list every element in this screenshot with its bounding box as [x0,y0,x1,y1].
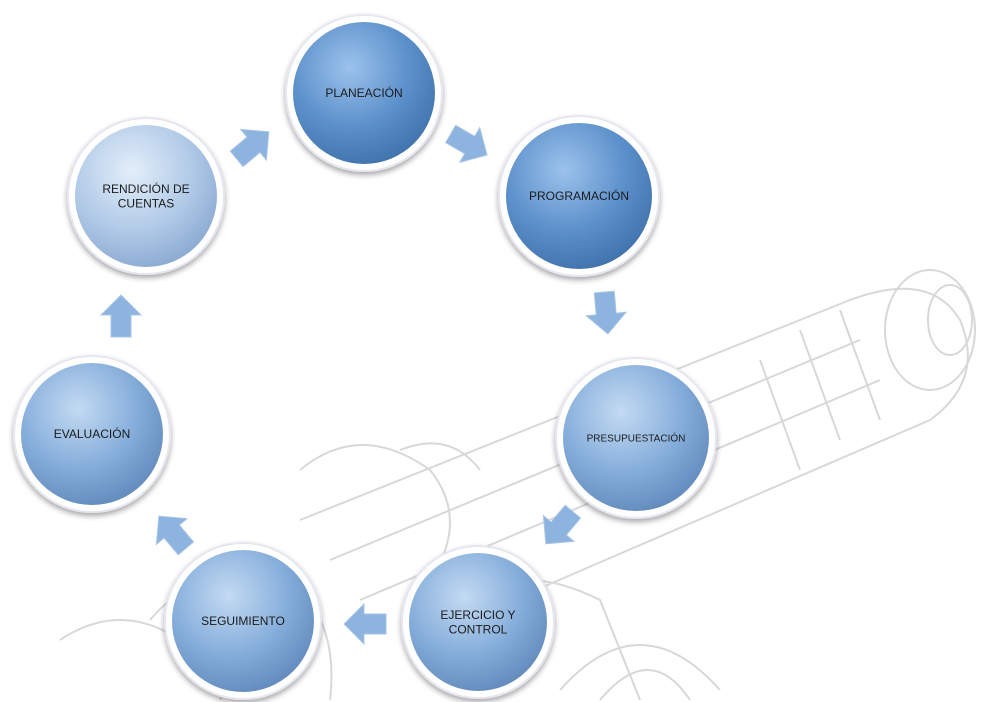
node-planeacion: PLANEACIÓN [285,14,443,172]
node-circle [75,125,217,267]
nodes-layer: PLANEACIÓN PROGRAMACIÓN PRESUPUESTACIÓN EJE… [13,14,717,700]
arrow-evaluacion-rendicion [99,294,143,338]
arrow-planeacion-programacion [444,124,488,164]
arrow-programacion-presupuestacion [585,290,628,335]
node-circle [409,553,547,691]
arrow-ejercicio-seguimiento [343,602,387,646]
arrows-layer [99,124,628,646]
node-label: PROGRAMACIÓN [529,188,629,203]
node-circle [293,22,435,164]
node-label: PRESUPUESTACIÓN [587,432,686,445]
node-circle [506,123,652,269]
node-programacion: PROGRAMACIÓN [498,115,660,277]
arrow-rendicion-planeacion [229,128,270,168]
node-seguimiento: SEGUIMIENTO [164,542,322,700]
node-evaluacion: EVALUACIÓN [13,355,171,513]
arrow-seguimiento-evaluacion [155,515,195,556]
node-circle [21,363,163,505]
node-label: SEGUIMIENTO [201,614,285,628]
node-circle [172,550,314,692]
node-circle [563,365,709,511]
node-presupuestacion: PRESUPUESTACIÓN [555,357,717,519]
arrow-presupuestacion-ejercicio [542,504,582,545]
node-label: EVALUACIÓN [54,426,130,441]
node-label: PLANEACIÓN [325,85,402,100]
